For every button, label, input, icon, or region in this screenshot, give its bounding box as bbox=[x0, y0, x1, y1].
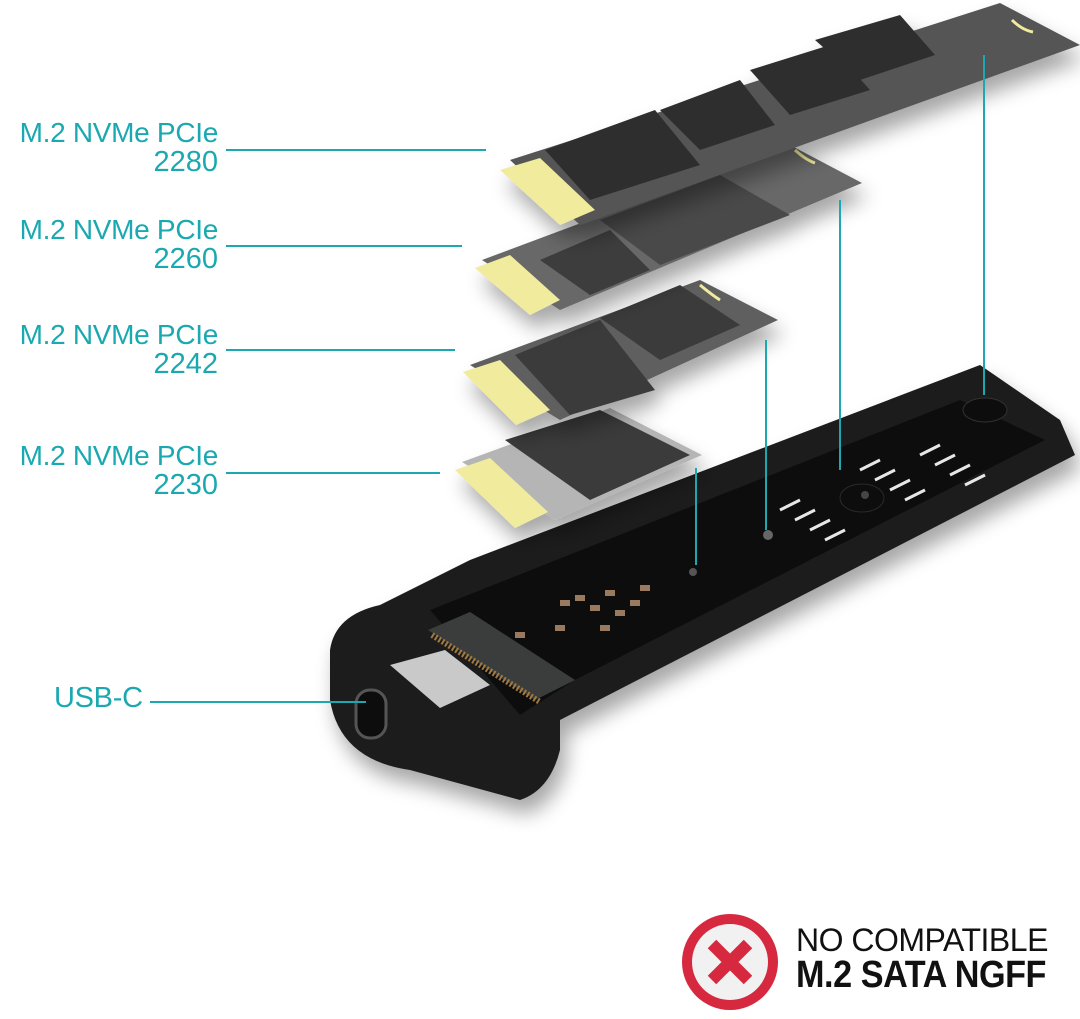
callout-interface: M.2 NVMe PCIe bbox=[19, 319, 219, 350]
enclosure bbox=[330, 365, 1075, 800]
callout-usb-c: USB-C bbox=[54, 682, 143, 714]
leader-2280 bbox=[226, 149, 486, 151]
callout-size: 2280 bbox=[153, 146, 218, 179]
callout-2260: M.2 NVMe PCIe 2260 bbox=[19, 214, 219, 276]
callout-2280: M.2 NVMe PCIe 2280 bbox=[19, 117, 219, 179]
callout-size: 2242 bbox=[153, 348, 218, 381]
leader-2242 bbox=[226, 349, 455, 351]
callout-interface: M.2 NVMe PCIe bbox=[19, 214, 219, 245]
leader-usb-c bbox=[150, 701, 366, 703]
callout-size: 2230 bbox=[153, 469, 218, 502]
callout-interface: M.2 NVMe PCIe bbox=[19, 117, 219, 148]
usb-c-label: USB-C bbox=[54, 682, 143, 714]
leader-2260 bbox=[226, 245, 462, 247]
leader-2230 bbox=[226, 472, 440, 474]
x-circle-icon bbox=[682, 914, 778, 1010]
notice-line-2: M.2 SATA NGFF bbox=[796, 954, 1047, 996]
callout-2230: M.2 NVMe PCIe 2230 bbox=[19, 440, 219, 502]
incompatibility-notice: NO COMPATIBLE M.2 SATA NGFF bbox=[796, 924, 1074, 996]
callout-interface: M.2 NVMe PCIe bbox=[19, 440, 219, 471]
ssd-2230 bbox=[455, 408, 702, 528]
callout-2242: M.2 NVMe PCIe 2242 bbox=[19, 319, 219, 381]
notice-line-1: NO COMPATIBLE bbox=[796, 922, 1048, 958]
callout-size: 2260 bbox=[153, 243, 218, 276]
ssd-2280 bbox=[500, 3, 1080, 225]
vertical-leaders bbox=[695, 55, 985, 565]
ssd-2260 bbox=[475, 145, 862, 315]
ssd-2242 bbox=[463, 280, 778, 425]
